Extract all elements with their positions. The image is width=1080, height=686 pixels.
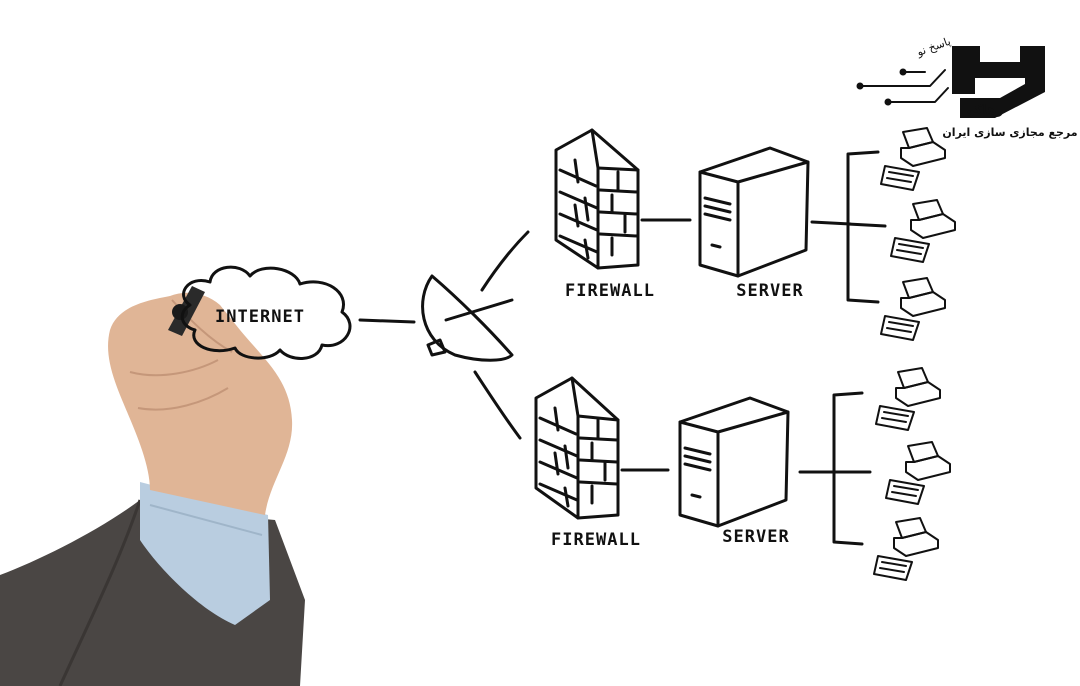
client-computer-icon — [885, 441, 951, 505]
client-computer-icon — [890, 199, 956, 263]
person-hand-drawing — [0, 286, 305, 686]
link-dish-to-top-firewall — [480, 230, 530, 292]
cloud-icon — [180, 265, 352, 360]
internet-cloud: INTERNET — [180, 265, 352, 360]
link-dish-to-bottom-firewall — [473, 370, 522, 440]
logo-slogan: پاسخ نو — [914, 35, 952, 60]
internet-label: INTERNET — [215, 307, 305, 327]
server-label: SERVER — [722, 527, 789, 547]
client-computer-icon — [875, 367, 941, 431]
shirt-cuff — [140, 482, 270, 625]
client-computer-icon — [880, 277, 946, 341]
link-server-to-hub — [810, 220, 852, 226]
client-computer-icon — [880, 127, 946, 191]
logo-tagline: مرجع مجازی سازی ایران — [942, 126, 1077, 139]
firewall-label: FIREWALL — [565, 281, 655, 301]
satellite-dish-icon — [421, 274, 514, 362]
circuit-lines-icon — [856, 68, 949, 106]
server-label: SERVER — [736, 281, 803, 301]
firewall-icon — [554, 128, 640, 270]
client-bus — [846, 150, 887, 304]
logo-brand: رهاکو — [965, 103, 1003, 118]
link-cloud-to-dish — [358, 318, 416, 324]
hand — [108, 292, 293, 515]
server-tower-icon — [698, 146, 810, 278]
logo-mark-icon — [952, 46, 1045, 118]
server-tower-icon — [678, 396, 790, 528]
brand-logo: پاسخ نو رهاکو مرجع مجازی سازی ایران — [856, 35, 1078, 139]
client-bus — [832, 391, 872, 546]
firewall-label: FIREWALL — [551, 530, 641, 550]
firewall-icon — [534, 376, 620, 520]
branch-bottom: FIREWALL SERVER — [534, 367, 951, 581]
client-computer-icon — [873, 517, 939, 581]
branch-top: FIREWALL SERVER — [554, 127, 956, 341]
